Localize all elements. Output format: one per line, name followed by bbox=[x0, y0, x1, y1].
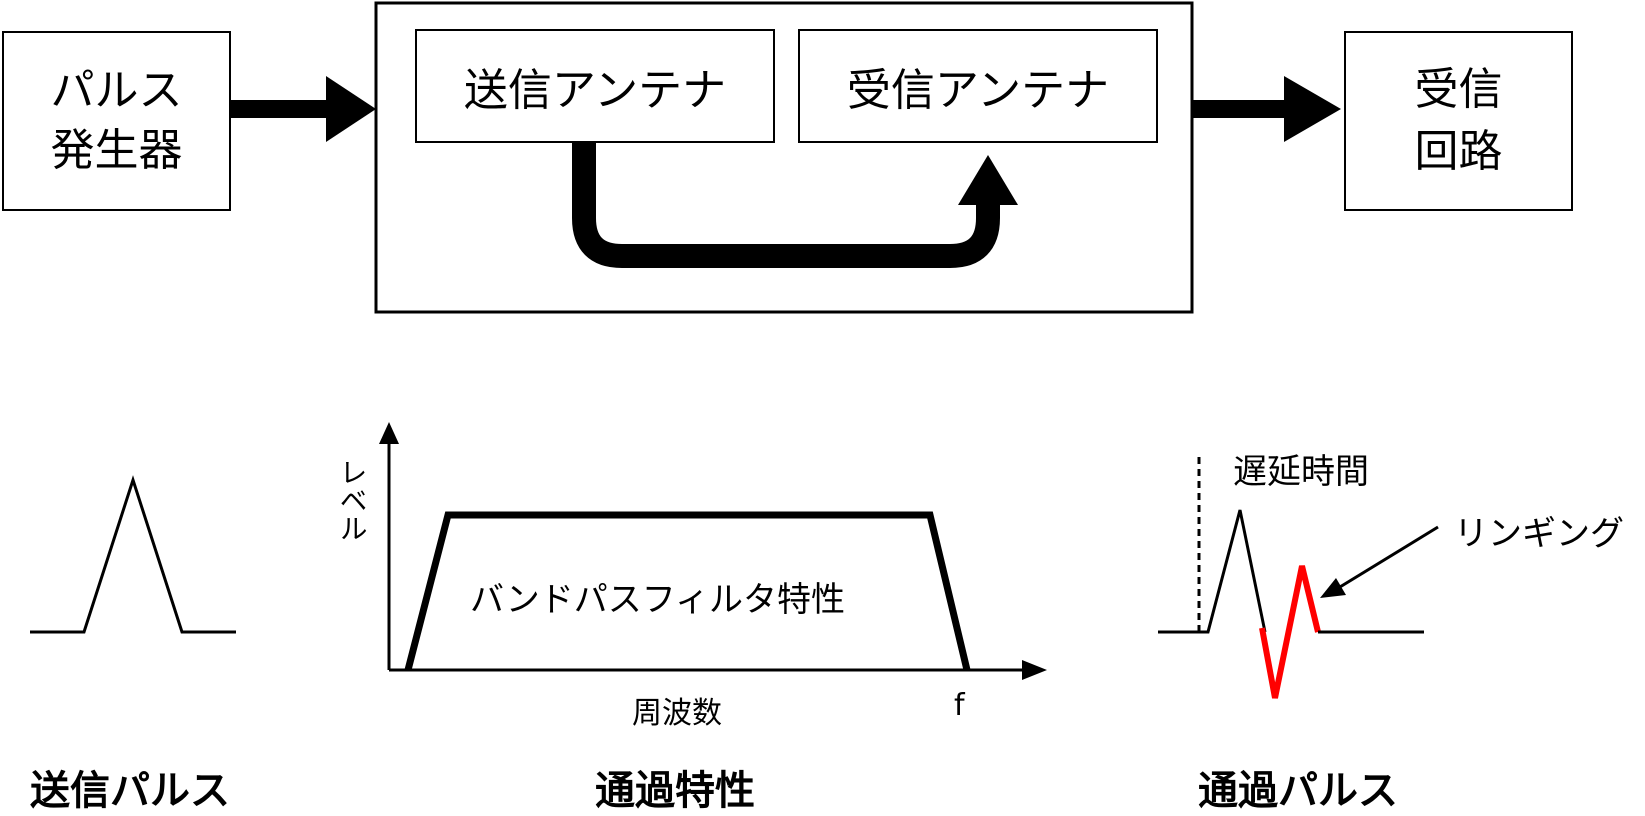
pulse-generator-box: パルス 発生器 bbox=[2, 31, 231, 211]
x-axis-unit: f bbox=[954, 688, 965, 723]
propagation-arrow-head bbox=[958, 155, 1018, 205]
arrow-shaft-gen-to-tx bbox=[230, 100, 328, 118]
pulse-generator-label-line1: パルス bbox=[50, 65, 183, 116]
ringing-label: リンギング bbox=[1454, 514, 1624, 554]
x-axis-label: 周波数 bbox=[632, 696, 722, 731]
antenna-enclosure bbox=[374, 1, 1194, 314]
ringing-pointer-line bbox=[1334, 525, 1439, 592]
delay-time-label: 遅延時間 bbox=[1233, 452, 1369, 492]
propagation-path bbox=[572, 142, 1000, 268]
arrow-shaft-rx-to-circuit bbox=[1192, 100, 1286, 118]
arrow-head-rx-to-circuit bbox=[1284, 76, 1341, 142]
pass-characteristic-caption: 通過特性 bbox=[595, 768, 755, 814]
bandpass-region-label: バンドパスフィルタ特性 bbox=[470, 580, 846, 620]
pass-pulse-caption: 通過パルス bbox=[1198, 768, 1398, 814]
tx-antenna-label: 送信アンテナ bbox=[463, 65, 727, 116]
pass-pulse-waveform bbox=[1158, 509, 1267, 634]
tx-antenna-box: 送信アンテナ bbox=[415, 29, 775, 143]
rx-antenna-label: 受信アンテナ bbox=[846, 65, 1110, 116]
arrow-head-gen-to-tx bbox=[326, 76, 376, 142]
pulse-generator-label-line2: 発生器 bbox=[50, 125, 183, 176]
y-axis-arrow bbox=[379, 422, 399, 444]
bandpass-curve bbox=[404, 511, 971, 671]
x-axis-arrow bbox=[1022, 660, 1047, 680]
transmit-pulse-waveform bbox=[30, 475, 236, 634]
ringing-waveform bbox=[1259, 565, 1321, 699]
rx-circuit-label-line1: 受信 bbox=[1414, 64, 1503, 115]
ringing-pointer-head bbox=[1320, 578, 1346, 598]
rx-antenna-box: 受信アンテナ bbox=[798, 29, 1158, 143]
transmit-pulse-caption: 送信パルス bbox=[30, 768, 230, 814]
rx-circuit-box: 受信 回路 bbox=[1344, 31, 1573, 211]
rx-circuit-label-line2: 回路 bbox=[1414, 126, 1503, 177]
y-axis-label: レベル bbox=[336, 458, 369, 542]
